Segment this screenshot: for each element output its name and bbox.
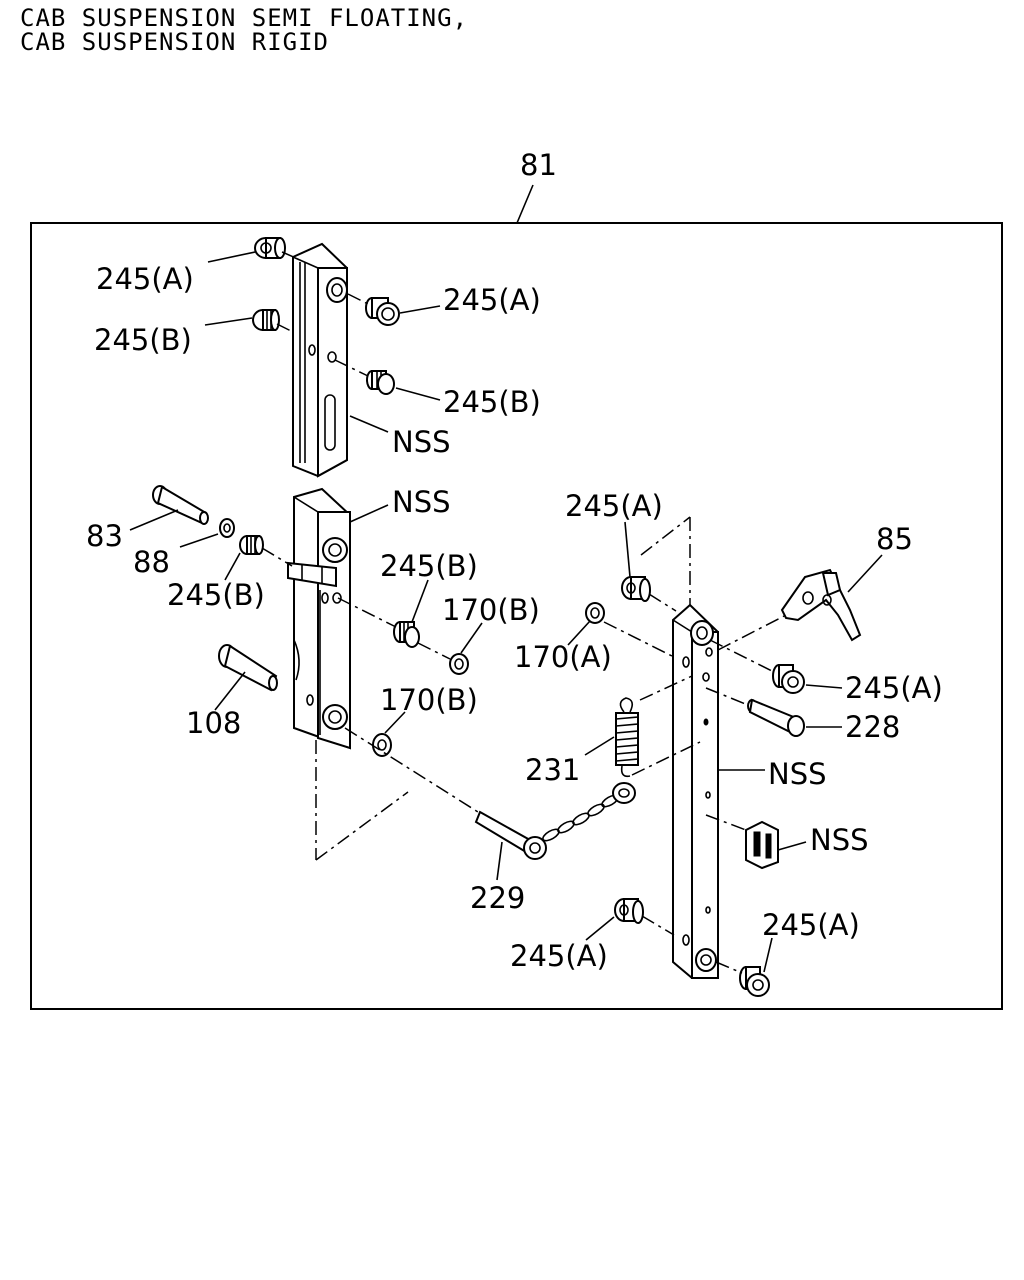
callout-245a: 245(A) [96, 262, 194, 296]
phantom-line [709, 639, 779, 675]
page-title-line-2: CAB SUSPENSION RIGID [20, 28, 329, 56]
phantom-line [640, 516, 691, 556]
callout-245a: 245(A) [845, 671, 943, 705]
pin-108 [218, 644, 278, 692]
callout-85: 85 [876, 522, 913, 556]
upper-bracket [292, 242, 348, 478]
assembly-frame [30, 222, 1003, 1010]
phantom-line [705, 814, 747, 831]
center-line [648, 593, 677, 612]
callout-229: 229 [470, 881, 525, 915]
leader [567, 620, 591, 646]
leader [460, 622, 483, 654]
callout-245a: 245(A) [443, 283, 541, 317]
leader [399, 305, 441, 314]
callout-81: 81 [520, 148, 557, 182]
callout-245a: 245(A) [510, 939, 608, 973]
leader [224, 552, 241, 581]
leader [847, 554, 883, 593]
center-line [276, 323, 294, 333]
callout-nss: NSS [392, 425, 451, 459]
callout-83: 83 [86, 519, 123, 553]
pin-229 [474, 782, 636, 860]
leader [129, 509, 179, 531]
page-title-line-1: CAB SUSPENSION SEMI FLOATING, [20, 4, 469, 32]
bolt-83 [152, 485, 209, 525]
callout-245a: 245(A) [565, 489, 663, 523]
center-line [337, 597, 397, 628]
callout-108: 108 [186, 706, 241, 740]
callout-170a: 170(A) [514, 640, 612, 674]
callout-231: 231 [525, 753, 580, 787]
callout-nss: NSS [392, 485, 451, 519]
bushing-245b-upper-left [252, 309, 280, 331]
washer-170b-upper [449, 653, 469, 675]
callout-245b: 245(B) [94, 323, 192, 357]
leader [204, 317, 253, 326]
phantom-line [315, 791, 409, 861]
lever-85 [780, 568, 862, 642]
pin-228 [747, 698, 805, 737]
leader [214, 671, 246, 711]
lower-left-bracket [287, 487, 351, 750]
phantom-line [603, 621, 677, 659]
phantom-line [344, 727, 479, 813]
center-line [641, 915, 675, 936]
leader [349, 504, 389, 523]
bushing-245b-middle [393, 621, 420, 648]
phantom-line [631, 741, 701, 776]
leader-81 [516, 184, 534, 224]
bushing-245a-right-middle [772, 664, 805, 694]
bushing-245a-right-top [621, 576, 651, 602]
leader [395, 387, 441, 401]
bushing-245a-bottom-left [614, 898, 644, 924]
callout-245b: 245(B) [380, 549, 478, 583]
bushing-245a-upper-right [365, 297, 400, 326]
center-line [417, 642, 451, 660]
leader [207, 251, 256, 263]
callout-245a: 245(A) [762, 908, 860, 942]
bushing-245b-upper-right [366, 370, 395, 395]
callout-nss: NSS [810, 823, 869, 857]
callout-228: 228 [845, 710, 900, 744]
leader [349, 415, 389, 433]
phantom-line [705, 687, 749, 706]
nss-clip [745, 820, 779, 870]
center-line [347, 293, 369, 305]
leader [384, 711, 406, 734]
leader [179, 533, 219, 548]
leader [805, 684, 843, 689]
washer-170a [585, 602, 605, 624]
leader [584, 736, 615, 756]
bushing-245b-lower-left [239, 535, 264, 555]
leader [496, 841, 503, 881]
center-line [261, 547, 293, 567]
center-line [334, 359, 369, 377]
leader [777, 841, 807, 851]
leader [411, 579, 429, 623]
bushing-245a-bottom-right [739, 966, 770, 997]
washer-88 [219, 518, 235, 538]
center-line [281, 251, 297, 259]
phantom-line [639, 675, 693, 701]
leader [624, 521, 631, 578]
washer-170b-lower [372, 733, 392, 757]
leader [585, 916, 615, 941]
spring-231 [615, 697, 639, 778]
callout-170b: 170(B) [442, 593, 540, 627]
callout-88: 88 [133, 545, 170, 579]
callout-245b: 245(B) [443, 385, 541, 419]
leader [763, 937, 773, 973]
callout-170b: 170(B) [380, 683, 478, 717]
callout-nss: NSS [768, 757, 827, 791]
center-line [715, 961, 743, 974]
bushing-245a-upper-left [254, 237, 286, 259]
right-bracket [672, 603, 719, 979]
callout-245b: 245(B) [167, 578, 265, 612]
phantom-line [717, 612, 791, 651]
